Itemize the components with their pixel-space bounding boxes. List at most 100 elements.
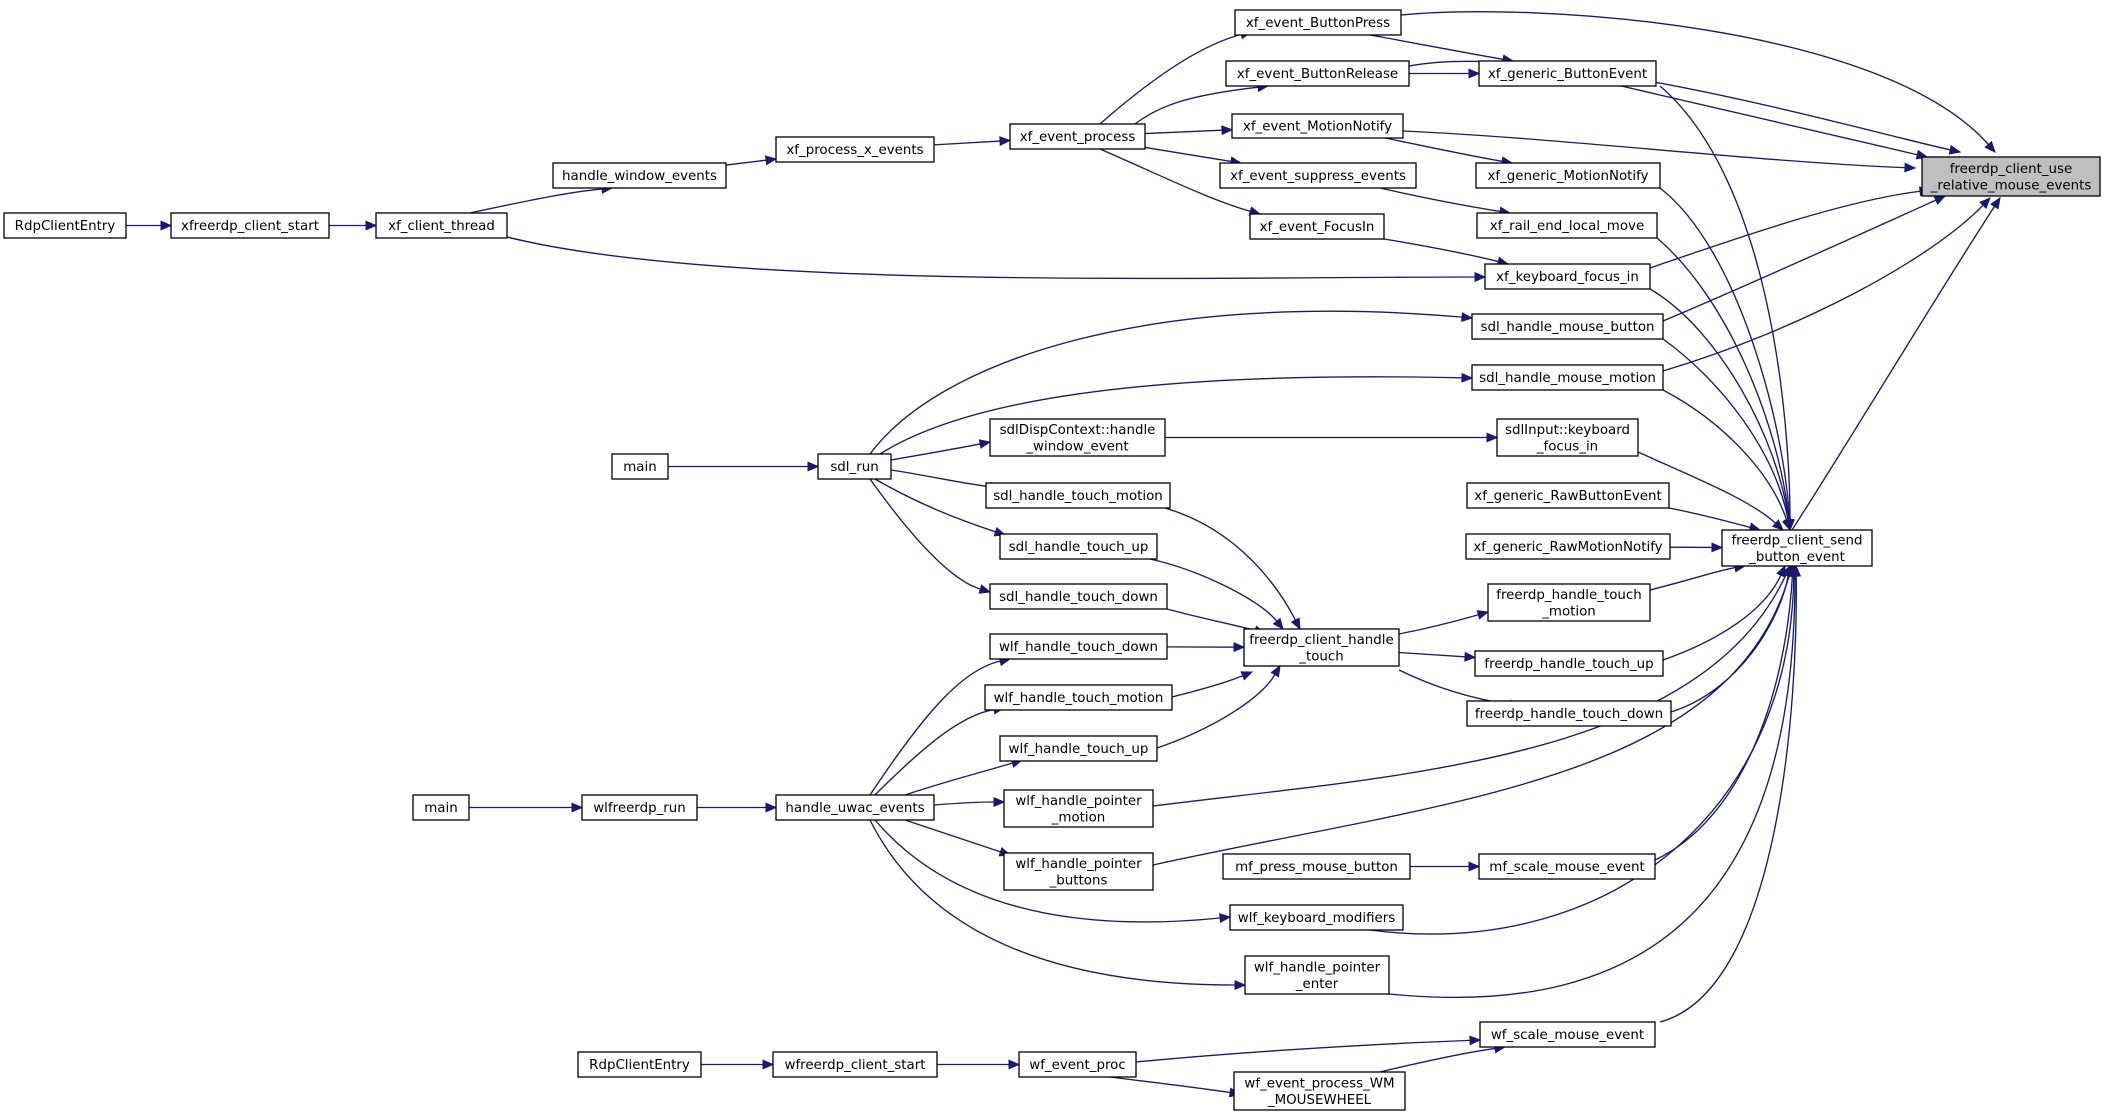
node-rdp_entry_1[interactable]: RdpClientEntry bbox=[3, 212, 127, 239]
node-target[interactable]: freerdp_client_use_relative_mouse_events bbox=[1921, 156, 2101, 197]
node-xf_FocusIn[interactable]: xf_event_FocusIn bbox=[1249, 213, 1385, 240]
edge-line bbox=[506, 236, 1476, 280]
node-label: wlf_handle_touch_up bbox=[1009, 742, 1149, 757]
node-label: _MOUSEWHEEL bbox=[1267, 1093, 1372, 1108]
node-sdl_mouse_motion[interactable]: sdl_handle_mouse_motion bbox=[1471, 364, 1664, 391]
node-label: freerdp_client_send bbox=[1731, 533, 1862, 548]
node-box bbox=[1229, 904, 1404, 931]
node-xf_process_x[interactable]: xf_process_x_events bbox=[775, 136, 935, 163]
edge-sdl_run-to-sdl_touch_motion bbox=[890, 469, 1002, 492]
node-box bbox=[375, 212, 508, 239]
node-fr_client_touch[interactable]: freerdp_client_handle_touch bbox=[1243, 628, 1400, 667]
node-box bbox=[3, 212, 127, 239]
arrowhead-icon bbox=[1219, 913, 1232, 923]
edge-xf_raw_button-to-send bbox=[1668, 507, 1762, 533]
edge-line bbox=[1400, 11, 1989, 145]
edge-line bbox=[1379, 187, 1501, 213]
node-xf_suppress[interactable]: xf_event_suppress_events bbox=[1219, 162, 1417, 189]
node-sdl_mouse_button[interactable]: sdl_handle_mouse_button bbox=[1471, 313, 1664, 340]
node-wlf_touch_down[interactable]: wlf_handle_touch_down bbox=[989, 633, 1168, 660]
node-wlfreerdp_run[interactable]: wlfreerdp_run bbox=[581, 794, 698, 821]
edge-sdl_run-to-sdl_mouse_button bbox=[869, 310, 1474, 455]
arrowhead-icon bbox=[1461, 372, 1474, 383]
edge-line bbox=[725, 159, 767, 166]
arrowhead-icon bbox=[1469, 1035, 1482, 1046]
node-wlf_ptr_motion[interactable]: wlf_handle_pointer_motion bbox=[1003, 789, 1154, 828]
node-label: wlf_keyboard_modifiers bbox=[1238, 911, 1396, 926]
edge-line bbox=[1099, 33, 1242, 125]
node-mf_scale[interactable]: mf_scale_mouse_event bbox=[1478, 853, 1656, 880]
node-xf_rail_end[interactable]: xf_rail_end_local_move bbox=[1476, 212, 1658, 239]
node-label: RdpClientEntry bbox=[589, 1058, 690, 1073]
edge-line bbox=[1383, 238, 1499, 263]
edge-line bbox=[869, 660, 1001, 796]
node-sdl_disp[interactable]: sdlDispContext::handle_window_event bbox=[989, 418, 1166, 457]
edge-line bbox=[1649, 566, 1736, 591]
node-xf_raw_button[interactable]: xf_generic_RawButtonEvent bbox=[1466, 482, 1670, 509]
edge-xf_ButtonRelease-to-target bbox=[1408, 60, 1962, 155]
node-send[interactable]: freerdp_client_send_button_event bbox=[1721, 529, 1873, 567]
node-xf_gen_ButtonEvent[interactable]: xf_generic_ButtonEvent bbox=[1478, 60, 1657, 87]
node-xf_kbd_focus[interactable]: xf_keyboard_focus_in bbox=[1484, 263, 1651, 290]
edge-handle_uwac-to-wlf_touch_down bbox=[869, 656, 1012, 796]
node-fr_touch_down[interactable]: freerdp_handle_touch_down bbox=[1466, 700, 1672, 727]
node-label: wf_event_process_WM bbox=[1244, 1076, 1394, 1091]
edge-line bbox=[1649, 190, 1921, 269]
node-fr_touch_motion[interactable]: freerdp_handle_touch_motion bbox=[1487, 583, 1651, 622]
edge-line bbox=[890, 443, 981, 461]
edge-sdl_disp-to-sdl_input_focus bbox=[1165, 432, 1499, 443]
node-rdp_entry_2[interactable]: RdpClientEntry bbox=[577, 1051, 702, 1078]
node-xf_gen_MotionNotify[interactable]: xf_generic_MotionNotify bbox=[1475, 162, 1661, 189]
node-xf_event_process[interactable]: xf_event_process bbox=[1009, 123, 1146, 150]
node-box bbox=[1471, 313, 1664, 340]
node-box bbox=[1003, 852, 1154, 891]
node-xfreerdp_start[interactable]: xfreerdp_client_start bbox=[170, 212, 330, 239]
node-wlf_touch_up[interactable]: wlf_handle_touch_up bbox=[999, 735, 1158, 762]
node-wlf_ptr_buttons[interactable]: wlf_handle_pointer_buttons bbox=[1003, 852, 1154, 891]
node-xf_ButtonRelease[interactable]: xf_event_ButtonRelease bbox=[1225, 60, 1410, 87]
node-label: sdl_handle_touch_motion bbox=[993, 489, 1163, 504]
node-wlf_touch_motion[interactable]: wlf_handle_touch_motion bbox=[984, 684, 1173, 711]
node-wlf_ptr_enter[interactable]: wlf_handle_pointer_enter bbox=[1244, 955, 1390, 995]
edge-xf_event_process-to-xf_MotionNotify bbox=[1144, 125, 1234, 136]
node-label: xf_event_FocusIn bbox=[1260, 220, 1375, 235]
edge-line bbox=[1662, 389, 1788, 521]
node-sdl_touch_down[interactable]: sdl_handle_touch_down bbox=[989, 583, 1168, 610]
node-wf_event_proc[interactable]: wf_event_proc bbox=[1018, 1051, 1137, 1078]
edge-line bbox=[874, 478, 996, 533]
node-fr_touch_up[interactable]: freerdp_handle_touch_up bbox=[1474, 650, 1664, 677]
node-sdl_input_focus[interactable]: sdlInput::keyboard_focus_in bbox=[1496, 418, 1639, 457]
edge-handle_uwac-to-wlf_ptr_enter bbox=[869, 819, 1247, 990]
arrowhead-icon bbox=[1791, 564, 1802, 577]
node-sdl_run[interactable]: sdl_run bbox=[817, 453, 892, 480]
edge-line bbox=[1135, 1039, 1471, 1063]
node-xf_MotionNotify[interactable]: xf_event_MotionNotify bbox=[1231, 113, 1404, 139]
node-xf_raw_motion[interactable]: xf_generic_RawMotionNotify bbox=[1465, 533, 1671, 560]
node-label: freerdp_handle_touch bbox=[1496, 588, 1641, 603]
node-sdl_touch_up[interactable]: sdl_handle_touch_up bbox=[999, 533, 1158, 560]
node-main_sdl[interactable]: main bbox=[611, 453, 669, 480]
node-wfreerdp_start[interactable]: wfreerdp_client_start bbox=[772, 1051, 938, 1078]
node-wf_scale[interactable]: wf_scale_mouse_event bbox=[1479, 1021, 1656, 1048]
node-label: wlfreerdp_run bbox=[593, 801, 686, 816]
node-wlf_kbd_mod[interactable]: wlf_keyboard_modifiers bbox=[1229, 904, 1404, 931]
arrowhead-icon bbox=[1468, 68, 1481, 79]
nodes-layer: freerdp_client_use_relative_mouse_events… bbox=[3, 9, 2101, 1111]
node-box bbox=[1484, 263, 1651, 290]
edge-main_sdl-to-sdl_run bbox=[668, 461, 820, 472]
node-sdl_touch_motion[interactable]: sdl_handle_touch_motion bbox=[985, 482, 1171, 509]
node-handle_window[interactable]: handle_window_events bbox=[552, 162, 727, 189]
node-mf_press[interactable]: mf_press_mouse_button bbox=[1222, 853, 1411, 880]
edge-wlf_ptr_enter-to-send bbox=[1388, 564, 1800, 998]
node-wf_mousewheel[interactable]: wf_event_process_WM _MOUSEWHEEL bbox=[1233, 1071, 1406, 1111]
edge-line bbox=[1152, 574, 1787, 807]
node-xf_client_thread[interactable]: xf_client_thread bbox=[375, 212, 508, 239]
node-box bbox=[999, 735, 1158, 762]
node-main_wlf[interactable]: main bbox=[412, 794, 470, 821]
edge-sdl_mouse_button-to-target bbox=[1662, 195, 1947, 322]
node-xf_ButtonPress[interactable]: xf_event_ButtonPress bbox=[1234, 9, 1402, 36]
edge-line bbox=[879, 376, 1463, 455]
edge-wf_scale-to-send bbox=[1659, 564, 1802, 1023]
node-handle_uwac[interactable]: handle_uwac_events bbox=[775, 794, 935, 821]
